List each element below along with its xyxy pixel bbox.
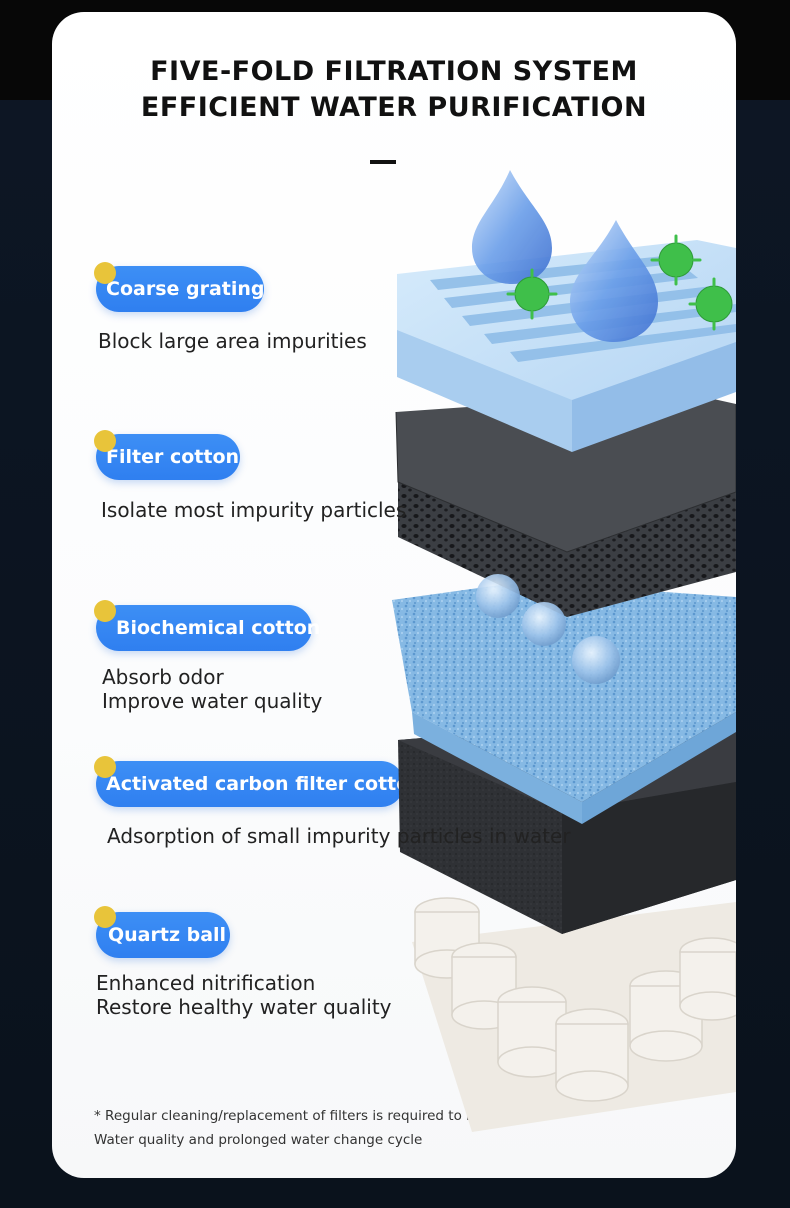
label-quartz-ball: Quartz ball <box>96 912 230 958</box>
desc-biochemical-cotton-2: Improve water quality <box>102 689 323 713</box>
desc-biochemical-cotton-1: Absorb odor <box>102 665 224 689</box>
bullet-dot-4 <box>94 756 116 778</box>
desc-activated-carbon: Adsorption of small impurity particles i… <box>107 824 571 848</box>
label-biochemical-cotton: Biochemical cotton <box>96 605 320 651</box>
quartz-balls-layer <box>412 897 736 1132</box>
germs <box>506 234 733 331</box>
desc-quartz-ball-1: Enhanced nitrification <box>96 971 316 995</box>
biochemical-cotton-layer <box>392 582 736 824</box>
bullet-dot-5 <box>94 906 116 928</box>
filter-cotton-layer <box>395 392 736 617</box>
water-beads <box>476 574 620 684</box>
desc-coarse-grating: Block large area impurities <box>98 329 367 353</box>
footnote-line-1: * Regular cleaning/replacement of filter… <box>94 1108 517 1124</box>
title-line-1: FIVE-FOLD FILTRATION SYSTEM <box>150 56 638 87</box>
coarse-grating-layer <box>397 240 736 452</box>
water-drops <box>472 170 658 342</box>
bullet-dot-3 <box>94 600 116 622</box>
footnote-line-2: Water quality and prolonged water change… <box>94 1132 423 1148</box>
bullet-dot-1 <box>94 262 116 284</box>
label-filter-cotton: Filter cotton <box>96 434 240 480</box>
filter-layers-illustration <box>392 170 736 1132</box>
info-card: FIVE-FOLD FILTRATION SYSTEM EFFICIENT WA… <box>52 12 736 1178</box>
label-activated-carbon: Activated carbon filter cotton <box>96 761 423 807</box>
bullet-dot-2 <box>94 430 116 452</box>
title-divider <box>370 160 396 164</box>
title-line-2: EFFICIENT WATER PURIFICATION <box>140 92 648 123</box>
desc-filter-cotton: Isolate most impurity particles <box>101 498 407 522</box>
label-coarse-grating: Coarse grating <box>96 266 265 312</box>
desc-quartz-ball-2: Restore healthy water quality <box>96 995 392 1019</box>
